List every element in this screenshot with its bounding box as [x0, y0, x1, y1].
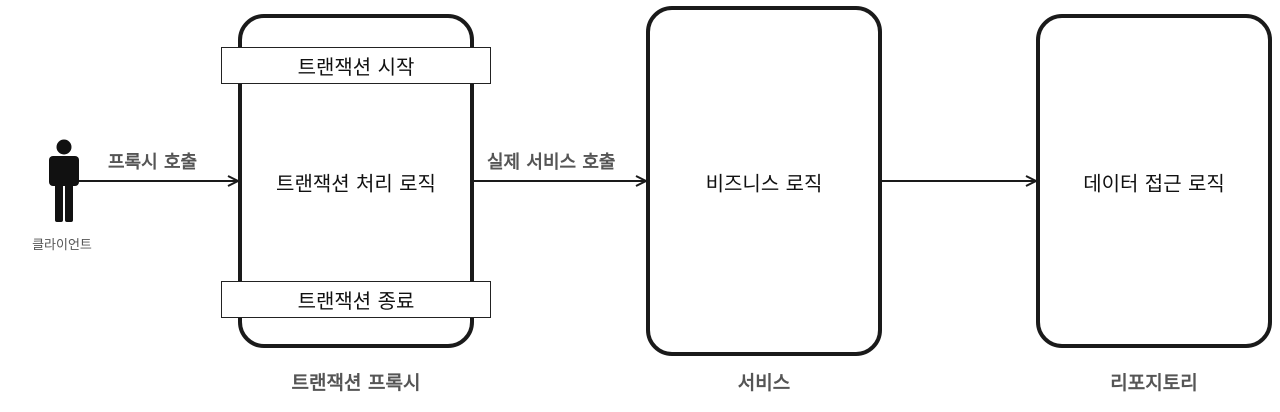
service-caption: 서비스	[737, 372, 791, 394]
repository-box	[1036, 14, 1272, 348]
proxy-call-label: 프록시 호출	[108, 152, 198, 173]
tx-start-band: 트랜잭션 시작	[221, 47, 491, 84]
service-box	[646, 6, 882, 356]
repository-caption: 리포지토리	[1110, 372, 1198, 394]
tx-logic-label: 트랜잭션 처리 로직	[276, 171, 436, 196]
person-icon	[49, 139, 79, 222]
data-access-logic-label: 데이터 접근 로직	[1083, 171, 1225, 196]
business-logic-label: 비즈니스 로직	[705, 171, 823, 196]
client-label: 클라이언트	[32, 238, 92, 253]
real-service-call-label: 실제 서비스 호출	[487, 152, 616, 173]
proxy-caption: 트랜잭션 프록시	[291, 372, 421, 394]
tx-end-band: 트랜잭션 종료	[221, 281, 491, 318]
